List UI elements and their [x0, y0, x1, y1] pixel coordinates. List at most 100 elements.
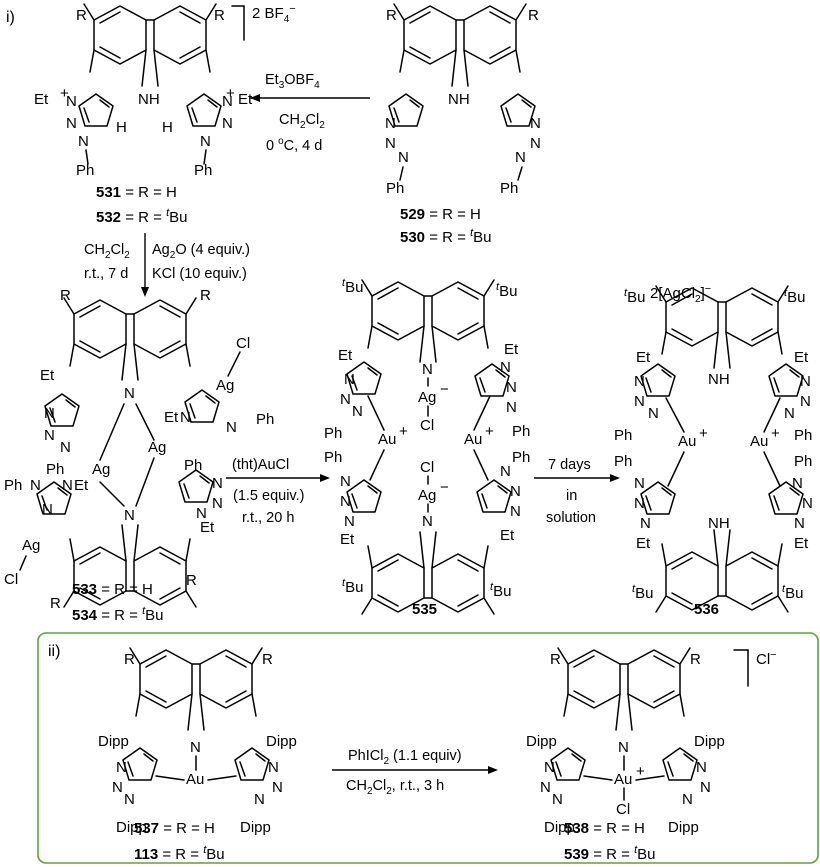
- svg-text:N: N: [254, 791, 265, 808]
- svg-text:R: R: [50, 595, 61, 612]
- svg-text:R: R: [214, 7, 225, 24]
- svg-text:N: N: [124, 385, 135, 402]
- svg-text:N: N: [30, 477, 41, 494]
- svg-text:NH: NH: [708, 515, 730, 532]
- label-531: 531 = R = H: [96, 184, 177, 201]
- svg-text:Et: Et: [794, 535, 809, 552]
- svg-text:tBu: tBu: [342, 577, 363, 596]
- svg-text:Ph: Ph: [794, 453, 812, 470]
- svg-text:tBu: tBu: [624, 287, 645, 306]
- svg-text:Ph: Ph: [386, 180, 404, 197]
- svg-text:N: N: [44, 405, 55, 422]
- cond-step1-solvent: CH2Cl2: [279, 112, 325, 131]
- svg-text:Et: Et: [500, 527, 515, 544]
- svg-text:Ag: Ag: [216, 377, 234, 394]
- svg-text:Cl: Cl: [236, 335, 250, 352]
- svg-text:Et: Et: [74, 477, 89, 494]
- structure-536: 2[AgCl2]− tBu tBu NH Et N N N Ph Et N N …: [614, 283, 813, 613]
- svg-text:tBu: tBu: [342, 277, 363, 296]
- svg-text:R: R: [386, 7, 397, 24]
- label-535: 535: [412, 601, 437, 618]
- svg-text:+: +: [226, 85, 235, 102]
- svg-text:N: N: [634, 475, 645, 492]
- svg-text:tBu: tBu: [632, 583, 653, 602]
- svg-text:N: N: [385, 135, 396, 152]
- svg-text:Dipp: Dipp: [266, 733, 297, 750]
- svg-text:N: N: [352, 403, 363, 420]
- svg-text:+: +: [636, 763, 645, 780]
- svg-text:Ag: Ag: [418, 389, 436, 406]
- svg-text:N: N: [344, 371, 355, 388]
- svg-text:Dipp: Dipp: [526, 733, 557, 750]
- svg-text:Ph: Ph: [4, 477, 22, 494]
- svg-text:N: N: [190, 739, 201, 756]
- svg-text:N: N: [344, 513, 355, 530]
- svg-text:N: N: [696, 759, 707, 776]
- svg-text:Et: Et: [504, 341, 519, 358]
- label-532: 532 = R = tBu: [96, 207, 187, 226]
- svg-text:Cl: Cl: [4, 571, 18, 588]
- svg-text:+: +: [771, 425, 780, 442]
- svg-text:Ph: Ph: [614, 453, 632, 470]
- svg-text:NH: NH: [708, 371, 730, 388]
- svg-text:Et: Et: [794, 349, 809, 366]
- svg-text:Ph: Ph: [500, 180, 518, 197]
- svg-text:N: N: [540, 779, 551, 796]
- svg-text:Et: Et: [40, 367, 55, 384]
- structure-529-530: R R NH N N N N N N Ph Ph: [385, 3, 541, 197]
- svg-text:N: N: [222, 93, 233, 110]
- svg-text:−: −: [440, 479, 449, 496]
- svg-text:+: +: [699, 425, 708, 442]
- svg-text:N: N: [510, 503, 521, 520]
- svg-text:Ag: Ag: [418, 487, 436, 504]
- svg-text:N: N: [398, 149, 409, 166]
- svg-text:N: N: [506, 399, 517, 416]
- svg-text:N: N: [66, 93, 77, 110]
- svg-text:R: R: [60, 287, 71, 304]
- svg-text:Cl: Cl: [616, 801, 630, 818]
- svg-text:N: N: [124, 791, 135, 808]
- svg-text:Ph: Ph: [324, 449, 342, 466]
- svg-text:R: R: [690, 651, 701, 668]
- svg-text:N: N: [700, 779, 711, 796]
- svg-text:Dipp: Dipp: [98, 733, 129, 750]
- svg-text:N: N: [340, 473, 351, 490]
- svg-text:Et: Et: [238, 91, 253, 108]
- svg-text:tBu: tBu: [490, 581, 511, 600]
- svg-text:Dipp: Dipp: [544, 819, 575, 836]
- svg-text:Et: Et: [200, 519, 215, 536]
- svg-text:N: N: [500, 463, 511, 480]
- counterion-bf4: 2 BF4−: [252, 3, 296, 25]
- label-529: 529 = R = H: [400, 206, 481, 223]
- svg-text:Et: Et: [164, 409, 179, 426]
- cond-step1-temp: 0 oC, 4 d: [266, 136, 322, 154]
- svg-text:N: N: [385, 115, 396, 132]
- label-537: 537 = R = H: [134, 820, 215, 837]
- svg-text:N: N: [500, 359, 511, 376]
- svg-text:N: N: [78, 133, 89, 150]
- svg-text:Et: Et: [636, 535, 651, 552]
- structure-538-539: R R N Au + Cl Dipp N N N Dipp Dipp N N N…: [526, 647, 749, 836]
- svg-text:Cl: Cl: [420, 459, 434, 476]
- cond-step1-reagent: Et3OBF4: [265, 72, 320, 91]
- svg-text:N: N: [196, 505, 207, 522]
- svg-text:Au: Au: [678, 433, 696, 450]
- cond-step4-days: 7 days: [548, 457, 591, 473]
- svg-text:Au: Au: [614, 771, 632, 788]
- svg-text:R: R: [550, 651, 561, 668]
- svg-text:Ag: Ag: [92, 461, 110, 478]
- svg-text:N: N: [340, 493, 351, 510]
- svg-text:Ph: Ph: [512, 449, 530, 466]
- svg-text:N: N: [212, 475, 223, 492]
- svg-text:R: R: [528, 7, 539, 24]
- svg-text:N: N: [640, 515, 651, 532]
- label-538: 538 = R = H: [564, 820, 645, 837]
- svg-text:+: +: [399, 423, 408, 440]
- cond-step4-solution: solution: [546, 510, 596, 526]
- cond-step3-reagent: (tht)AuCl: [232, 457, 289, 473]
- svg-text:Ag: Ag: [22, 537, 40, 554]
- svg-text:Au: Au: [464, 431, 482, 448]
- svg-text:N: N: [552, 791, 563, 808]
- svg-text:N: N: [515, 149, 526, 166]
